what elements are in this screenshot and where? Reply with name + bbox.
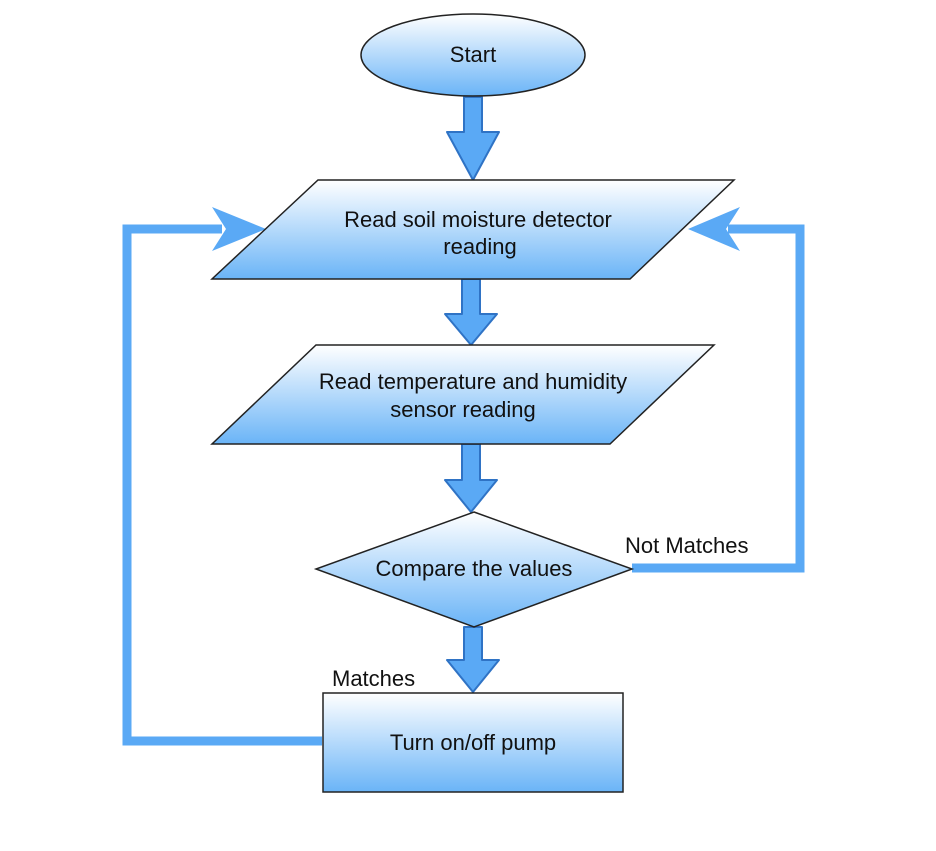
arrow-soil-to-temp bbox=[444, 278, 498, 346]
start-node-label: Start bbox=[450, 42, 496, 67]
read-soil-label-line-2: reading bbox=[443, 234, 516, 259]
read-soil-node: Read soil moisture detector reading bbox=[210, 179, 736, 280]
read-temp-node: Read temperature and humidity sensor rea… bbox=[210, 344, 716, 445]
loop-arrowhead-left bbox=[212, 207, 266, 251]
pump-label: Turn on/off pump bbox=[390, 730, 556, 755]
loop-line-compare-to-soil bbox=[632, 224, 805, 573]
matches-label: Matches bbox=[332, 666, 415, 691]
read-temp-label-line-2: sensor reading bbox=[390, 397, 536, 422]
start-node: Start bbox=[360, 13, 586, 97]
down-arrows bbox=[444, 96, 500, 693]
loop-arrowhead-right bbox=[688, 207, 740, 251]
compare-node: Compare the values bbox=[313, 511, 635, 628]
compare-label: Compare the values bbox=[376, 556, 573, 581]
arrow-temp-to-compare bbox=[444, 443, 498, 513]
arrow-start-to-soil bbox=[446, 96, 500, 181]
read-soil-label-line-1: Read soil moisture detector bbox=[344, 207, 612, 232]
pump-node: Turn on/off pump bbox=[322, 692, 624, 793]
loop-connectors bbox=[122, 207, 805, 746]
loop-line-pump-to-soil bbox=[122, 224, 322, 746]
read-temp-label-line-1: Read temperature and humidity bbox=[319, 369, 627, 394]
not-matches-label: Not Matches bbox=[625, 533, 749, 558]
arrow-compare-to-pump bbox=[446, 626, 500, 693]
